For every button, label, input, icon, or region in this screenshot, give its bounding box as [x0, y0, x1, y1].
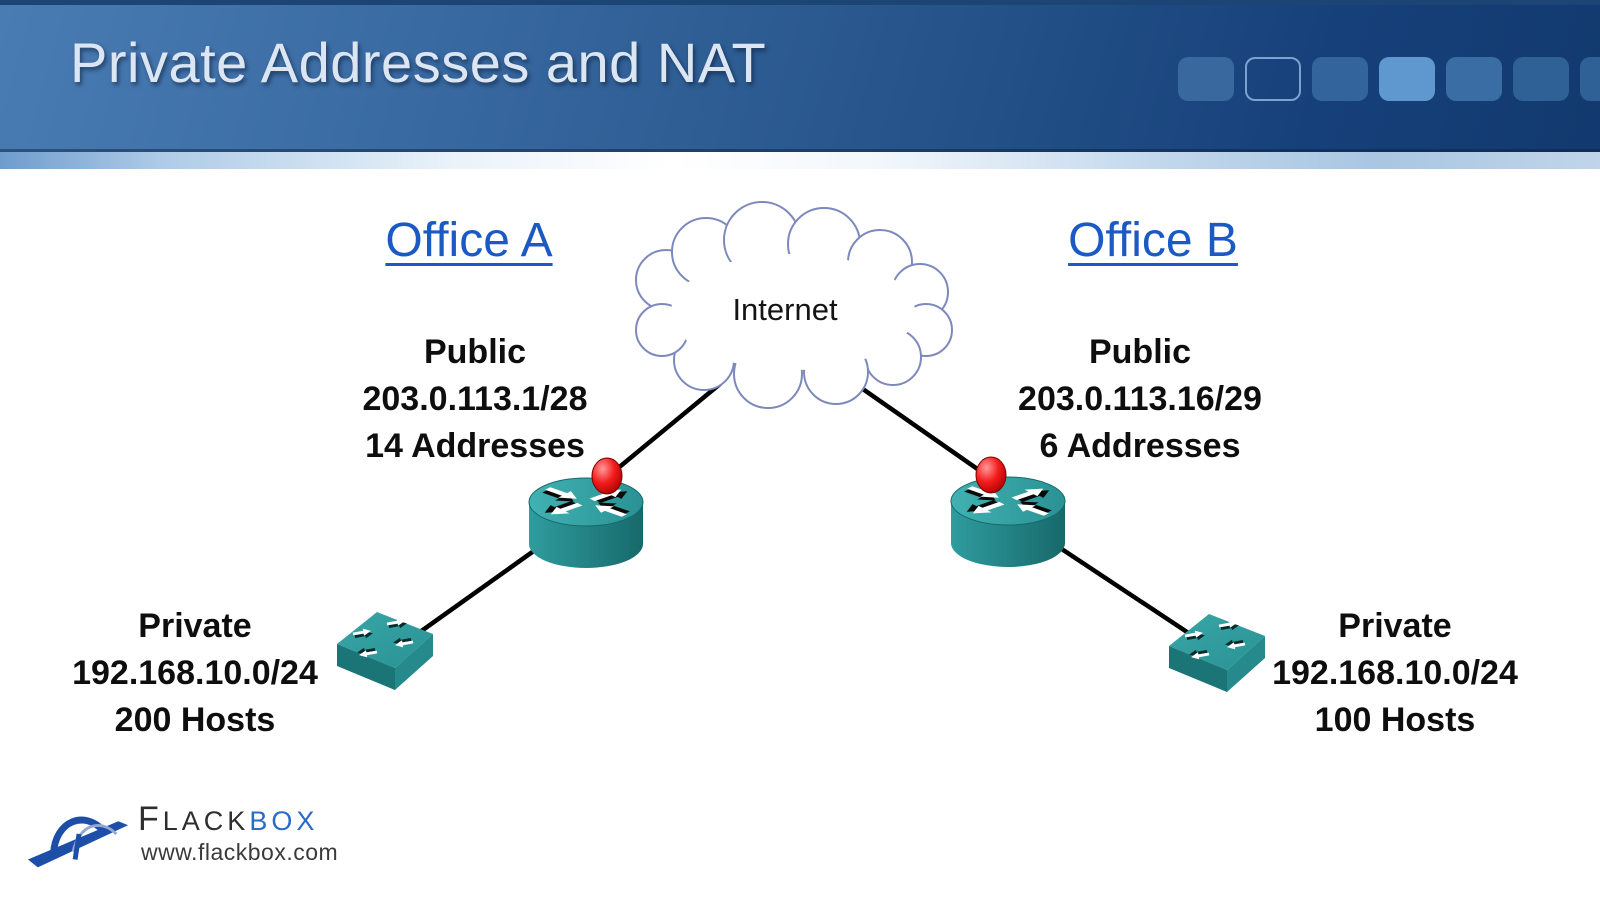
office-b-public-heading: Public: [1088, 333, 1192, 371]
office-a-private-count: 200 Hosts: [114, 701, 276, 739]
decor-square-outline: [1245, 57, 1301, 101]
decor-square: [1312, 57, 1368, 101]
brand-website: www.flackbox.com: [141, 839, 339, 865]
slide-header: Private Addresses and NAT: [0, 0, 1600, 152]
internet-label: Internet: [732, 292, 838, 327]
office-a-public-block: Public 203.0.113.1/28 14 Addresses: [295, 329, 655, 470]
brand-name: FLACKBOX: [138, 802, 338, 836]
office-a-title: Office A: [385, 214, 553, 267]
bridge-logo-icon: [27, 816, 129, 868]
header-divider: [0, 152, 1600, 169]
office-a-public-subnet: 203.0.113.1/28: [362, 380, 588, 418]
red-sphere-marker-a: [591, 457, 623, 495]
decor-squares: [1178, 57, 1600, 101]
link-cloud-router-b: [847, 377, 999, 485]
red-sphere-marker-b: [975, 456, 1007, 494]
office-b-title: Office B: [1068, 214, 1238, 267]
decor-square: [1580, 57, 1600, 101]
decor-square: [1178, 57, 1234, 101]
brand-letter-f: F: [138, 800, 163, 838]
flackbox-logo: FLACKBOX www.flackbox.com: [26, 794, 338, 874]
office-a-private-heading: Private: [138, 607, 252, 645]
decor-square-bright: [1379, 57, 1435, 101]
office-b-private-heading: Private: [1338, 607, 1452, 645]
office-b-private-block: Private 192.168.10.0/24 100 Hosts: [1215, 603, 1575, 744]
office-a-public-heading: Public: [423, 333, 527, 371]
decor-square: [1446, 57, 1502, 101]
router-b-icon: [951, 477, 1065, 567]
brand-text: FLACKBOX www.flackbox.com: [138, 802, 338, 866]
internet-cloud-icon: [635, 201, 953, 409]
office-b-public-subnet: 203.0.113.16/29: [1018, 380, 1262, 418]
decor-square: [1513, 57, 1569, 101]
brand-part-blue: BOX: [249, 806, 319, 836]
office-b-public-block: Public 203.0.113.16/29 6 Addresses: [960, 329, 1320, 470]
office-b-private-subnet: 192.168.10.0/24: [1272, 654, 1518, 692]
router-a-icon: [529, 478, 643, 568]
office-b-public-count: 6 Addresses: [1039, 427, 1241, 465]
office-a-private-subnet: 192.168.10.0/24: [72, 654, 318, 692]
office-a-private-block: Private 192.168.10.0/24 200 Hosts: [15, 603, 375, 744]
brand-part-black: LACK: [162, 806, 250, 836]
page-title: Private Addresses and NAT: [70, 31, 767, 94]
office-a-public-count: 14 Addresses: [365, 427, 585, 465]
office-b-private-count: 100 Hosts: [1314, 701, 1476, 739]
